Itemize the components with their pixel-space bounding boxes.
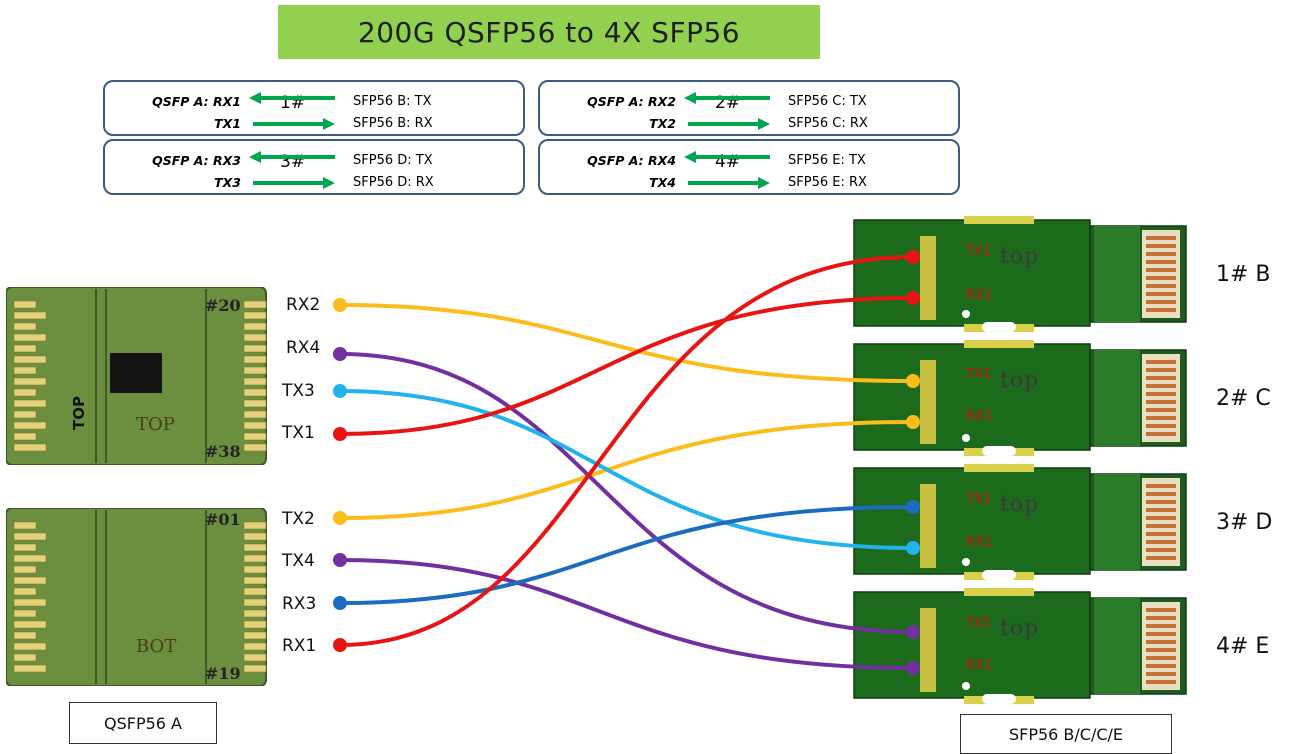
legend-rx-right: SFP56 E: RX bbox=[788, 175, 867, 190]
qsfp-top-board bbox=[6, 287, 267, 465]
dot-tx2 bbox=[333, 511, 347, 525]
sfp-tx-label: TX1 bbox=[966, 616, 992, 631]
sfp-rx-label: RX1 bbox=[966, 658, 993, 673]
port-label-tx3: TX3 bbox=[282, 381, 315, 401]
legend-rx-left: QSFP A: RX3 bbox=[152, 153, 241, 168]
dot-3d-tx bbox=[906, 500, 920, 514]
legend-tx-left: TX2 bbox=[649, 116, 676, 131]
port-label-rx4: RX4 bbox=[286, 338, 321, 358]
legend-rx-right: SFP56 C: RX bbox=[788, 116, 868, 131]
qsfp-pin-end-bottom: #19 bbox=[205, 664, 241, 683]
legend-box-4: QSFP A: RX4 TX4 4# SFP56 E: TX SFP56 E: … bbox=[538, 139, 960, 195]
sfp-module-2 bbox=[853, 340, 1187, 456]
wire-rx1-red bbox=[339, 255, 914, 647]
sfp-top-text: top bbox=[1000, 492, 1040, 517]
sfp-caption: SFP56 B/C/C/E bbox=[960, 714, 1172, 754]
legend-rx-left: QSFP A: RX1 bbox=[152, 94, 241, 109]
sfp-module-label: 4# E bbox=[1216, 634, 1270, 659]
wire-tx3-lightblue bbox=[339, 389, 914, 550]
dot-1b-rx bbox=[906, 291, 920, 305]
legend-box-3: QSFP A: RX3 TX3 3# SFP56 D: TX SFP56 D: … bbox=[103, 139, 525, 195]
legend-rx-right: SFP56 B: RX bbox=[353, 116, 433, 131]
wire-rx2-orange bbox=[339, 303, 914, 383]
legend-box-1: QSFP A: RX1 TX1 1# SFP56 B: TX SFP56 B: … bbox=[103, 80, 525, 136]
dot-2c-rx bbox=[906, 415, 920, 429]
sfp-top-text: top bbox=[1000, 616, 1040, 641]
dot-1b-tx bbox=[906, 250, 920, 264]
legend-tx-left: TX4 bbox=[649, 175, 676, 190]
sfp-module-4 bbox=[853, 588, 1187, 704]
dot-tx1 bbox=[333, 427, 347, 441]
port-label-rx1: RX1 bbox=[282, 636, 317, 656]
port-label-tx2: TX2 bbox=[282, 509, 315, 529]
legend-tx-left: TX1 bbox=[214, 116, 241, 131]
sfp-top-text: top bbox=[1000, 368, 1040, 393]
legend-tx-right: SFP56 C: TX bbox=[788, 94, 867, 109]
port-label-tx4: TX4 bbox=[282, 551, 315, 571]
dot-rx2 bbox=[333, 298, 347, 312]
sfp-top-text: top bbox=[1000, 244, 1040, 269]
sfp-module-label: 2# C bbox=[1216, 386, 1271, 411]
wire-tx4-purple bbox=[339, 558, 914, 670]
legend-arrows-icon bbox=[249, 151, 335, 189]
sfp-rx-label: RX1 bbox=[966, 535, 993, 550]
port-label-rx2: RX2 bbox=[286, 295, 321, 315]
sfp-tx-label: TX1 bbox=[966, 367, 992, 382]
legend-rx-right: SFP56 D: RX bbox=[353, 175, 434, 190]
qsfp-bottom-chip-label: BOT bbox=[136, 636, 177, 657]
legend-tx-right: SFP56 E: TX bbox=[788, 153, 866, 168]
sfp-module-label: 1# B bbox=[1216, 262, 1271, 287]
wire-tx2-orange bbox=[339, 420, 914, 520]
qsfp-caption: QSFP56 A bbox=[69, 702, 217, 744]
qsfp-bottom-board bbox=[6, 508, 267, 686]
legend-tx-left: TX3 bbox=[214, 175, 241, 190]
sfp-rx-label: RX1 bbox=[966, 409, 993, 424]
dot-rx4 bbox=[333, 347, 347, 361]
legend-arrows-icon bbox=[684, 92, 770, 130]
wire-rx3-darkblue bbox=[339, 505, 914, 605]
dot-rx1 bbox=[333, 638, 347, 652]
dot-2c-tx bbox=[906, 374, 920, 388]
sfp-module-3 bbox=[853, 464, 1187, 580]
dot-4e-rx bbox=[906, 661, 920, 675]
legend-box-2: QSFP A: RX2 TX2 2# SFP56 C: TX SFP56 C: … bbox=[538, 80, 960, 136]
dot-tx3 bbox=[333, 384, 347, 398]
sfp-tx-label: TX1 bbox=[966, 244, 992, 259]
port-label-tx1: TX1 bbox=[282, 423, 315, 443]
legend-arrows-icon bbox=[249, 92, 335, 130]
qsfp-pin-start-bottom: #01 bbox=[205, 510, 241, 529]
qsfp-pin-start-top: #20 bbox=[205, 296, 241, 315]
legend-tx-right: SFP56 B: TX bbox=[353, 94, 432, 109]
qsfp-top-chip-label: TOP bbox=[136, 414, 175, 435]
wire-rx4-purple bbox=[339, 352, 914, 634]
sfp-rx-label: RX1 bbox=[966, 288, 993, 303]
sfp-module-1 bbox=[853, 216, 1187, 332]
diagram-title: 200G QSFP56 to 4X SFP56 bbox=[278, 5, 820, 59]
dot-4e-tx bbox=[906, 625, 920, 639]
dot-3d-rx bbox=[906, 541, 920, 555]
dot-tx4 bbox=[333, 553, 347, 567]
port-label-rx3: RX3 bbox=[282, 594, 317, 614]
legend-rx-left: QSFP A: RX2 bbox=[587, 94, 676, 109]
legend-rx-left: QSFP A: RX4 bbox=[587, 153, 676, 168]
legend-tx-right: SFP56 D: TX bbox=[353, 153, 433, 168]
wire-tx1-red bbox=[339, 296, 914, 436]
legend-arrows-icon bbox=[684, 151, 770, 189]
sfp-module-label: 3# D bbox=[1216, 510, 1273, 535]
qsfp-pin-end-top: #38 bbox=[205, 442, 241, 461]
sfp-tx-label: TX1 bbox=[966, 492, 992, 507]
dot-rx3 bbox=[333, 596, 347, 610]
